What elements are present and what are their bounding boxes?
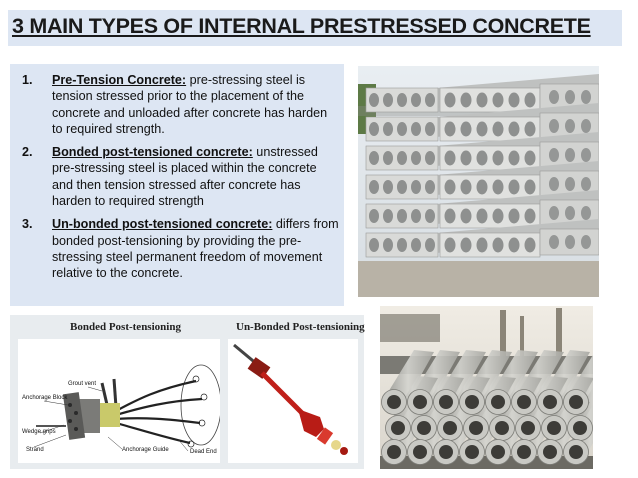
post-tensioning-diagram-panel: Bonded Post-tensioning Un-Bonded Post-te… <box>10 315 365 469</box>
anchorage-block-label: Anchorage Block <box>22 395 68 401</box>
anchorage-guide-label: Anchorage Guide <box>122 447 169 453</box>
title-bar <box>8 10 622 46</box>
list-item: 3. Un-bonded post-tensioned concrete: dif… <box>22 216 340 281</box>
item-description: unstressed pre-stressing steel is placed… <box>52 145 318 209</box>
unbonded-diagram <box>228 339 358 463</box>
item-term: Bonded post-tensioned concrete: <box>52 145 253 160</box>
bonded-diagram-title: Bonded Post-tensioning <box>70 321 181 333</box>
item-number: 3. <box>22 217 33 232</box>
item-number: 1. <box>22 73 33 87</box>
item-number: 2. <box>22 145 33 160</box>
list-item: 2. Bonded post-tensioned concrete: unstre… <box>22 144 340 209</box>
item-description: pre-stressing steel is tension stressed … <box>52 73 328 136</box>
grout-vent-label: Grout vent <box>68 381 97 387</box>
bonded-diagram: Grout vent Anchorage Block Wedge grips S… <box>18 339 222 463</box>
concrete-piles-photo <box>380 306 593 469</box>
text-panel <box>10 64 344 306</box>
unbonded-diagram-title: Un-Bonded Post-tensioning <box>236 321 365 333</box>
types-list: 1. Pre-Tension Concrete: pre-stressing st… <box>22 72 340 289</box>
item-description: differs from bonded post-tensioning by p… <box>52 217 339 281</box>
dead-end-label: Dead End <box>190 449 217 455</box>
slide-title: 3 MAIN TYPES OF INTERNAL PRESTRESSED CON… <box>12 14 591 38</box>
wedge-grips-label: Wedge grips <box>22 429 56 435</box>
item-term: Un-bonded post-tensioned concrete: <box>52 217 273 232</box>
item-term: Pre-Tension Concrete: <box>52 73 187 87</box>
strand-label: Strand <box>26 447 44 453</box>
list-item: 1. Pre-Tension Concrete: pre-stressing st… <box>22 72 340 137</box>
hollow-core-slabs-photo <box>358 66 599 297</box>
